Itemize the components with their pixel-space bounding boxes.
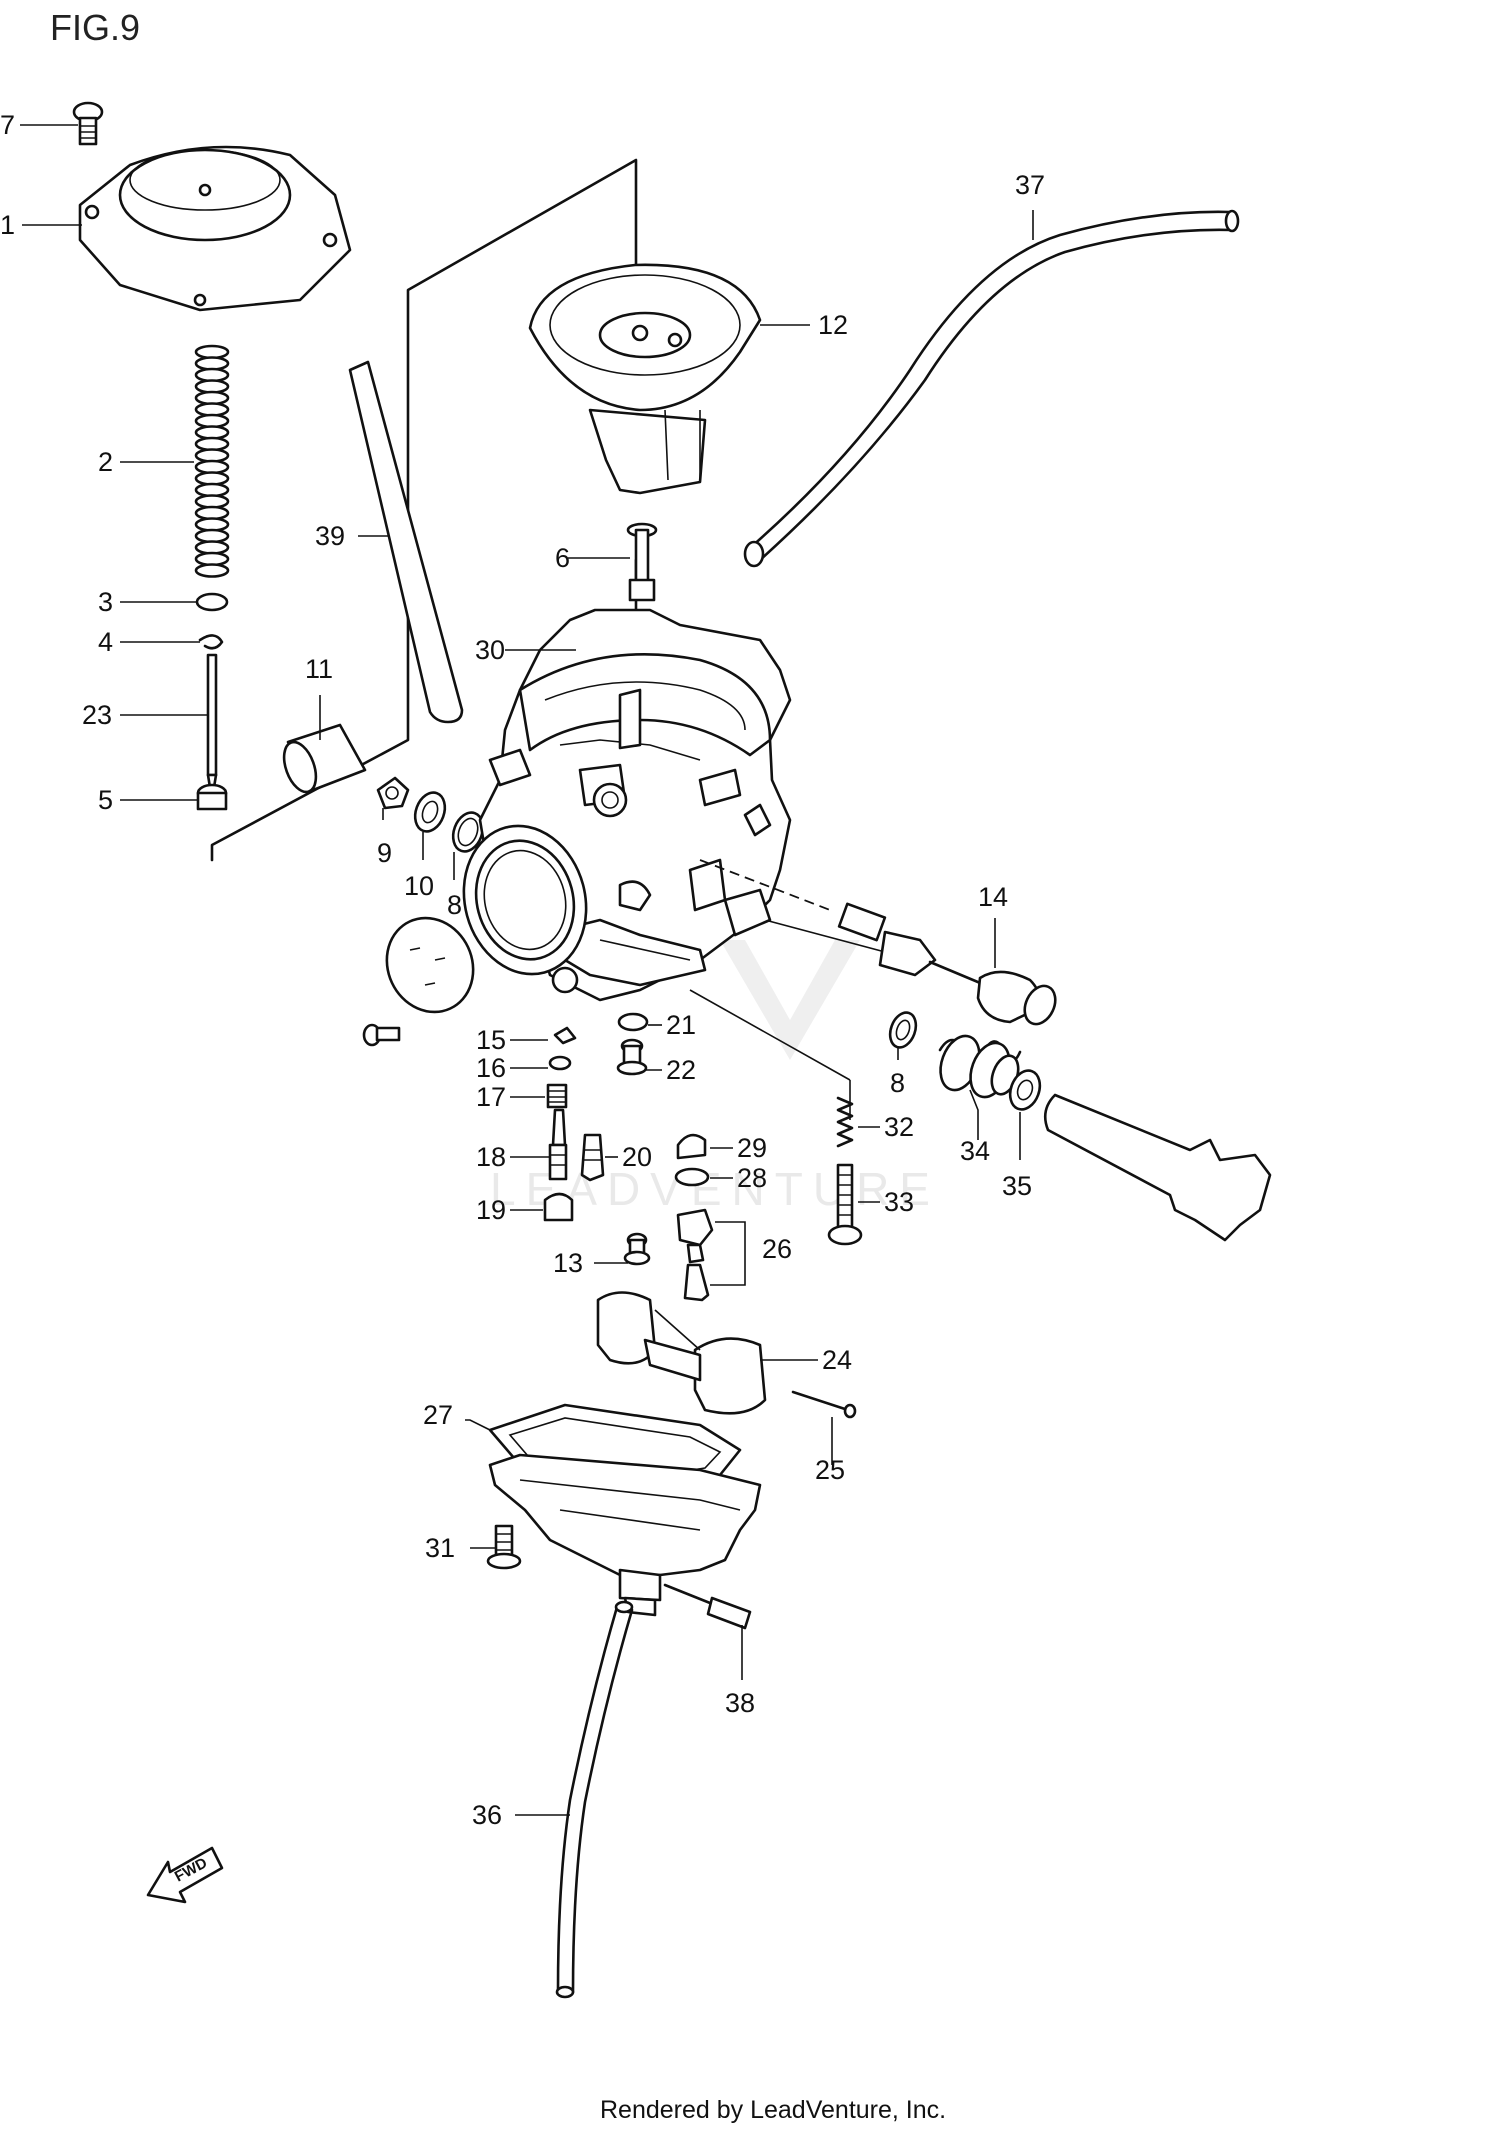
callout-6: 6 (555, 543, 570, 573)
part-17-plug (546, 1083, 568, 1109)
callout-28: 28 (737, 1163, 767, 1193)
part-14-starter-plunger (699, 859, 1057, 1026)
part-4-clip (198, 634, 224, 650)
part-24-float (596, 1291, 767, 1415)
callout-5: 5 (98, 785, 113, 815)
callout-39: 39 (315, 521, 345, 551)
callout-14: 14 (978, 882, 1008, 912)
part-1-top-cover (78, 145, 352, 312)
callout-3: 3 (98, 587, 113, 617)
callout-7: 7 (0, 110, 15, 140)
callout-18: 18 (476, 1142, 506, 1172)
fwd-arrow-icon: FWD (146, 1846, 224, 1904)
part-3-washer (195, 592, 229, 612)
part-32-spring (836, 1096, 854, 1148)
part-18-pilot-screw (548, 1108, 568, 1181)
part-23-jet-needle (206, 653, 218, 802)
leader-lines (20, 124, 1034, 1816)
part-16-washer (548, 1055, 572, 1071)
part-21-washer (617, 1012, 649, 1032)
part-11-collar (282, 723, 367, 794)
part-29-cap (676, 1133, 707, 1160)
part-9-fitting (376, 776, 410, 810)
callout-16: 16 (476, 1053, 506, 1083)
part-8-o-ring-lower (888, 1011, 918, 1049)
callout-26: 26 (762, 1234, 792, 1264)
part-38-drain-screw (663, 1583, 752, 1630)
part-39-hose (348, 360, 464, 724)
callout-4: 4 (98, 627, 113, 657)
part-10-o-ring (413, 791, 447, 833)
float-bowl (488, 1453, 762, 1617)
callout-20: 20 (622, 1142, 652, 1172)
callout-29: 29 (737, 1133, 767, 1163)
callout-23: 23 (82, 700, 112, 730)
callout-33: 33 (884, 1187, 914, 1217)
callout-25: 25 (815, 1455, 845, 1485)
part-15-o-ring (553, 1026, 577, 1045)
callout-35: 35 (1002, 1171, 1032, 1201)
part-19-cap (543, 1192, 574, 1222)
callout-17: 17 (476, 1082, 506, 1112)
callout-11: 11 (305, 654, 333, 684)
callouts: 7 1 2 3 4 23 5 6 30 11 12 39 37 9 10 8 1… (0, 110, 1045, 1830)
carburetor-body (462, 608, 792, 1002)
callout-27: 27 (423, 1400, 453, 1430)
callout-12: 12 (818, 310, 848, 340)
callout-13: 13 (553, 1248, 583, 1278)
callout-10: 10 (404, 871, 434, 901)
part-2-spring (194, 344, 230, 578)
footer-credit: Rendered by LeadVenture, Inc. (600, 2096, 946, 2124)
part-35-washer (1008, 1069, 1042, 1111)
callout-37: 37 (1015, 170, 1045, 200)
cover-screw (362, 1023, 401, 1047)
part-37-hose (743, 209, 1240, 568)
part-5-needle-seat (196, 783, 228, 811)
callout-2: 2 (98, 447, 113, 477)
callout-19: 19 (476, 1195, 506, 1225)
callout-8-upper: 8 (447, 890, 462, 920)
part-36-drain-hose (555, 1600, 634, 1999)
callout-36: 36 (472, 1800, 502, 1830)
part-22-screw (616, 1038, 648, 1076)
part-31-screw (486, 1524, 522, 1570)
part-7-screw (72, 101, 104, 146)
callout-21: 21 (666, 1010, 696, 1040)
part-26-float-valve (676, 1208, 714, 1302)
callout-9: 9 (377, 838, 392, 868)
part-12-diaphragm-piston (528, 263, 762, 495)
part-6-screw (626, 522, 658, 602)
callout-22: 22 (666, 1055, 696, 1085)
callout-34: 34 (960, 1136, 990, 1166)
part-13-screw (623, 1232, 651, 1266)
callout-38: 38 (725, 1688, 755, 1718)
callout-24: 24 (822, 1345, 852, 1375)
part-20-pilot-jet (580, 1133, 605, 1182)
callout-32: 32 (884, 1112, 914, 1142)
callout-8-lower: 8 (890, 1068, 905, 1098)
part-25-float-pin (791, 1390, 857, 1419)
part-33-throttle-stop-screw (827, 1163, 863, 1246)
part-8-o-ring-upper (451, 811, 485, 853)
callout-31: 31 (425, 1533, 455, 1563)
callout-30: 30 (475, 635, 505, 665)
callout-1: 1 (0, 210, 15, 240)
callout-15: 15 (476, 1025, 506, 1055)
figure-label: FIG.9 (50, 7, 140, 48)
side-cover-plate (385, 916, 475, 1014)
throttle-shaft (1043, 1093, 1272, 1242)
part-28-o-ring (674, 1167, 710, 1187)
